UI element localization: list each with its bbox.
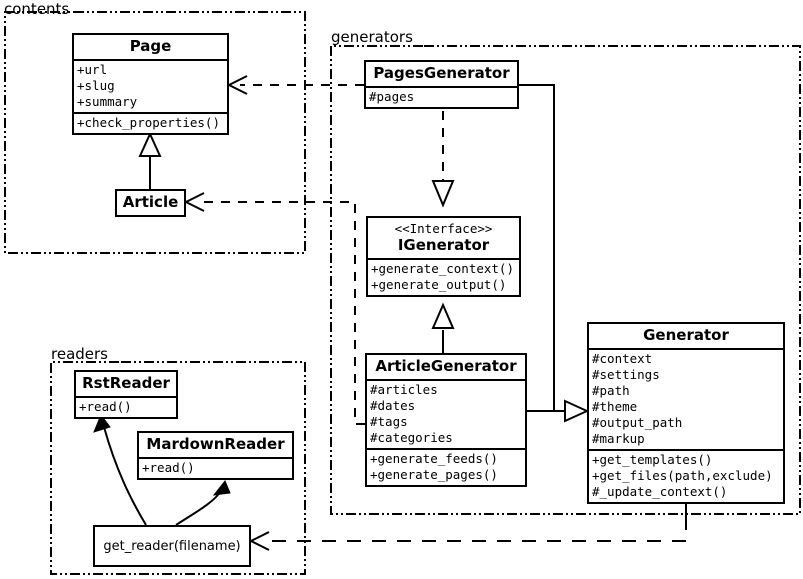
operation: +read() [79,399,132,415]
attribute: #output_path [592,415,683,431]
attribute: #settings [592,367,660,383]
class-mardownreader-title: MardownReader [146,435,285,453]
function-get-reader[interactable]: get_reader(filename) [93,525,251,567]
class-page[interactable]: Page +url +slug +summary +check_properti… [72,33,229,136]
class-igenerator-name: IGenerator [397,235,490,254]
edge-getreader-rstreader [103,426,147,526]
class-rstreader-operations: +read() [76,398,176,417]
divider [139,457,292,460]
arrowhead-association-mardownreader [212,480,231,496]
divider [589,348,783,351]
class-articlegenerator[interactable]: ArticleGenerator #articles #dates #tags … [365,353,527,488]
class-mardownreader[interactable]: MardownReader +read() [137,431,294,481]
class-igenerator-title: <<Interface>> IGenerator [368,218,519,258]
attribute: #tags [370,414,408,430]
class-rstreader[interactable]: RstReader +read() [74,370,178,420]
class-page-title: Page [129,37,172,55]
arrowhead-generalization-igenerator [431,302,455,329]
class-rstreader-title: RstReader [82,374,170,392]
arrowhead-dependency-getreader [248,531,270,551]
divider [589,449,783,452]
edge-getreader-mardownreader [175,490,222,526]
class-article[interactable]: Article [115,189,186,218]
attribute: +summary [77,94,138,110]
operation: +get_files(path,exclude) [592,468,773,484]
operation: +generate_context() [371,260,514,276]
class-igenerator-operations: +generate_context() +generate_output() [368,260,519,295]
attribute: #theme [592,399,638,415]
class-generator-title: Generator [643,326,729,344]
package-label-readers: readers [51,345,108,363]
attribute: #markup [592,431,645,447]
divider [367,448,525,451]
arrowhead-realization-igenerator [431,180,455,208]
attribute: +url [77,62,108,78]
operation: #_update_context() [592,484,728,500]
class-pagesgenerator[interactable]: PagesGenerator #pages [364,60,519,110]
attribute: #categories [370,430,453,446]
operation: +get_templates() [592,452,713,468]
attribute: +slug [77,78,115,94]
arrowhead-dependency-page [226,75,248,95]
class-articlegenerator-operations: +generate_feeds() +generate_pages() [367,450,525,485]
class-articlegenerator-attributes: #articles #dates #tags #categories [367,381,525,448]
class-articlegenerator-title: ArticleGenerator [375,357,517,375]
edge-pagesgenerator-generator [519,84,567,412]
attribute: #dates [370,398,416,414]
class-page-attributes: +url +slug +summary [74,61,227,112]
divider [368,257,519,260]
class-generator[interactable]: Generator #context #settings #path #them… [587,322,785,505]
package-frame-contents [4,11,306,254]
class-page-operations: +check_properties() [74,114,227,133]
class-generator-operations: +get_templates() +get_files(path,exclude… [589,451,783,502]
divider [367,379,525,382]
operation: +check_properties() [77,115,220,131]
class-mardownreader-operations: +read() [139,459,292,478]
arrowhead-association-rstreader [93,413,111,433]
class-article-title: Article [122,193,179,211]
arrowhead-generalization-page [138,131,162,157]
attribute: #context [592,351,653,367]
operation: +generate_pages() [370,467,498,483]
operation: +read() [142,460,195,476]
divider [76,396,176,399]
class-igenerator-stereotype: <<Interface>> [394,221,493,236]
class-pagesgenerator-title: PagesGenerator [373,64,510,82]
package-label-generators: generators [331,28,413,46]
class-igenerator[interactable]: <<Interface>> IGenerator +generate_conte… [366,216,521,297]
operation: +generate_feeds() [370,451,498,467]
divider [74,59,227,62]
class-generator-attributes: #context #settings #path #theme #output_… [589,350,783,449]
class-pagesgenerator-attributes: #pages [366,88,517,107]
operation: +generate_output() [371,276,507,292]
arrowhead-dependency-article [183,192,205,212]
package-frame-generators [330,45,801,515]
arrowhead-generalization-generator [564,399,590,423]
attribute: #path [592,383,630,399]
divider [366,86,517,89]
package-label-contents: contents [4,0,70,18]
attribute: #articles [370,382,438,398]
divider [74,112,227,115]
edge-articlegenerator-article [197,201,365,425]
attribute: #pages [369,89,415,105]
